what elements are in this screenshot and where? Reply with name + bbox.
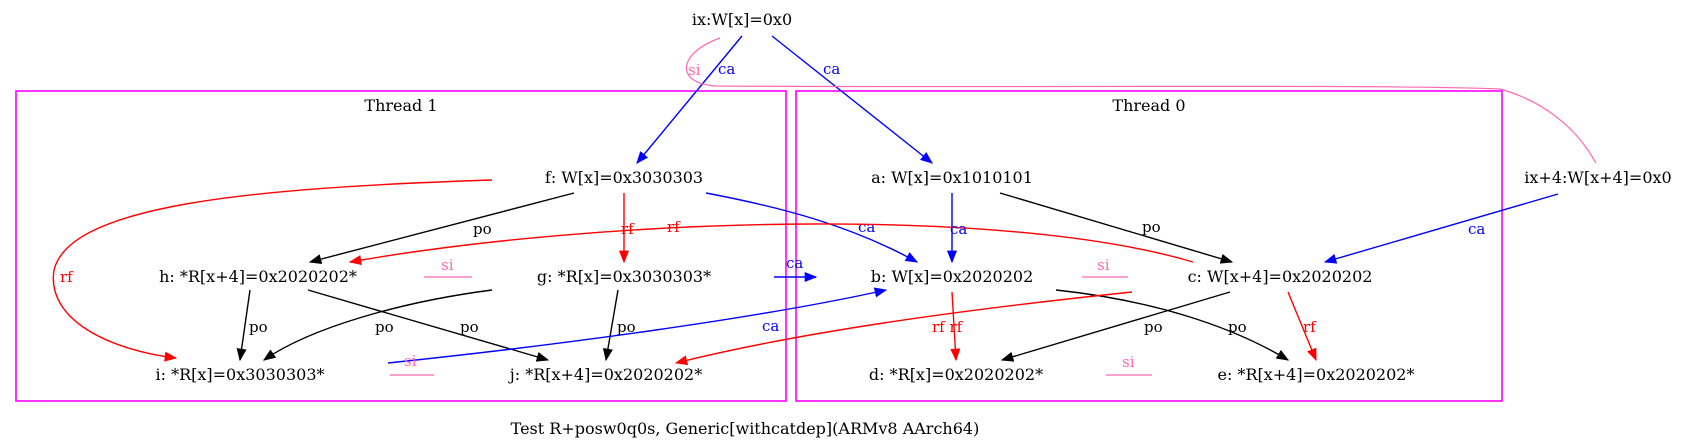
edge-label: po (1144, 318, 1163, 336)
edge-label: ca (718, 60, 735, 78)
node-i: i: *R[x]=0x3030303* (155, 365, 324, 384)
edge-c-d: po (1000, 291, 1231, 362)
node-g: g: *R[x]=0x3030303* (537, 267, 711, 286)
edge-label: ca (950, 220, 967, 238)
node-e: e: *R[x+4]=0x2020202* (1218, 365, 1415, 384)
edge-label: ca (1468, 220, 1485, 238)
edge-label: po (1228, 318, 1247, 336)
edge-ix-ix4: si (686, 37, 1597, 164)
cluster-thread-1-label: Thread 1 (364, 96, 437, 115)
edge-c-e: rf (1287, 291, 1317, 362)
node-d: d: *R[x]=0x2020202* (869, 365, 1043, 384)
edge-label: po (460, 318, 479, 336)
edge-label: po (473, 220, 492, 238)
edge-label: si (404, 352, 417, 370)
node-c: c: W[x+4]=0x2020202 (1188, 267, 1373, 286)
edge-f-i: rf (52, 179, 493, 362)
edge-b-e: po (1055, 289, 1290, 361)
edge-b-c: si (1082, 256, 1128, 278)
edge-label: ca (786, 254, 803, 272)
node-j: j: *R[x+4]=0x2020202* (508, 365, 702, 384)
edge-i-b: ca (387, 287, 888, 364)
edge-f-h: po (308, 192, 575, 265)
edge-label: po (1142, 218, 1161, 236)
cluster-thread-1: Thread 1 (15, 90, 787, 402)
edge-label: ca (858, 218, 875, 236)
edge-label: si (1097, 256, 1110, 274)
node-ix: ix:W[x]=0x0 (692, 10, 792, 29)
edge-label: rf rf (932, 318, 964, 336)
node-ix4: ix+4:W[x+4]=0x0 (1524, 168, 1671, 187)
edge-h-i: po (236, 289, 268, 362)
cluster-thread-0: Thread 0 (795, 90, 1503, 402)
node-layer: ix:W[x]=0x0 ix+4:W[x+4]=0x0 f: W[x]=0x30… (155, 10, 1671, 384)
edge-label: po (617, 318, 636, 336)
edge-c-j (674, 291, 1133, 366)
edge-h-j: po (307, 289, 550, 362)
edge-label: si (441, 256, 454, 274)
edge-label: po (375, 318, 394, 336)
edge-label: si (1122, 353, 1135, 371)
edge-ix-f: ca (636, 35, 743, 164)
edge-i-j: si (390, 352, 434, 376)
edge-a-c: po (999, 192, 1234, 264)
edge-d-e: si (1106, 353, 1152, 376)
edge-h-g: si (424, 256, 472, 278)
edge-label: rf (667, 218, 681, 236)
edge-ix4-c: ca (1323, 193, 1559, 264)
edge-f-b: ca (705, 192, 919, 263)
edge-label: ca (762, 317, 779, 335)
edge-label: rf (621, 220, 635, 238)
edge-g-i: po (262, 289, 493, 361)
edge-g-b: ca (774, 254, 818, 283)
edge-layer: ca ca si ca po rf rf (52, 35, 1597, 376)
edge-label: po (249, 318, 268, 336)
edge-a-b: ca (946, 193, 967, 264)
edge-label: si (688, 61, 701, 79)
edge-c-h: rf (348, 218, 1194, 266)
graph-caption: Test R+posw0q0s, Generic[withcatdep](ARM… (511, 419, 980, 438)
edge-g-j: po (602, 289, 636, 362)
edge-label: rf (1303, 318, 1317, 336)
edge-b-d: rf rf (932, 291, 964, 362)
edge-label: ca (823, 60, 840, 78)
node-b: b: W[x]=0x2020202 (871, 267, 1034, 286)
cluster-thread-0-label: Thread 0 (1112, 96, 1185, 115)
node-f: f: W[x]=0x3030303 (545, 168, 703, 187)
edge-ix-a: ca (771, 35, 933, 164)
node-h: h: *R[x+4]=0x2020202* (159, 267, 357, 286)
node-a: a: W[x]=0x1010101 (871, 168, 1033, 187)
edge-label: rf (60, 268, 74, 286)
edge-f-g: rf (618, 193, 635, 264)
